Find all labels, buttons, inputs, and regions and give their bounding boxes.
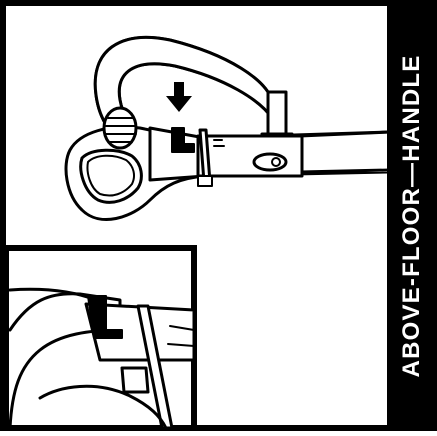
connector-housing bbox=[198, 136, 302, 176]
closeup-inset bbox=[6, 248, 194, 428]
down-arrow-icon bbox=[166, 82, 192, 112]
vacuum-handle-illustration bbox=[66, 37, 390, 219]
side-label-text: ABOVE-FLOOR—HANDLE bbox=[398, 54, 426, 377]
side-label-bar: ABOVE-FLOOR—HANDLE bbox=[387, 0, 437, 431]
thumb-wheel bbox=[104, 108, 136, 148]
hose-clip bbox=[268, 92, 286, 134]
release-button bbox=[254, 154, 286, 170]
